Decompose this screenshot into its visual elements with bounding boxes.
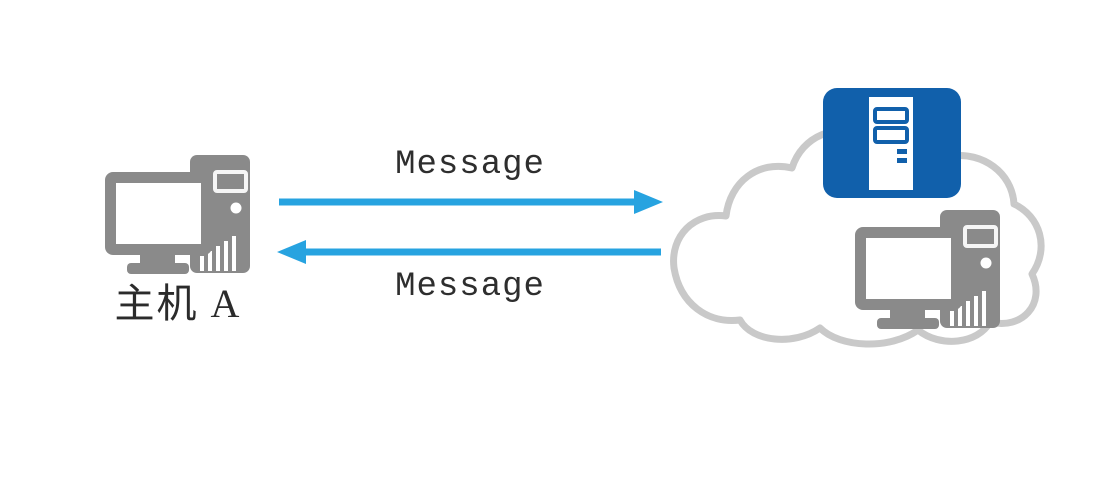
arrow-right-icon xyxy=(279,190,663,214)
arrow-left-icon xyxy=(277,240,661,264)
network-cloud-node xyxy=(660,88,1050,353)
host-a-node xyxy=(103,152,253,278)
message-left-label: Message xyxy=(395,268,545,306)
server-icon xyxy=(823,88,961,198)
host-a-label: 主机 A xyxy=(114,281,242,326)
message-right-label: Message xyxy=(395,146,545,184)
desktop-computer-icon xyxy=(855,210,1000,329)
desktop-computer-icon xyxy=(105,155,250,274)
